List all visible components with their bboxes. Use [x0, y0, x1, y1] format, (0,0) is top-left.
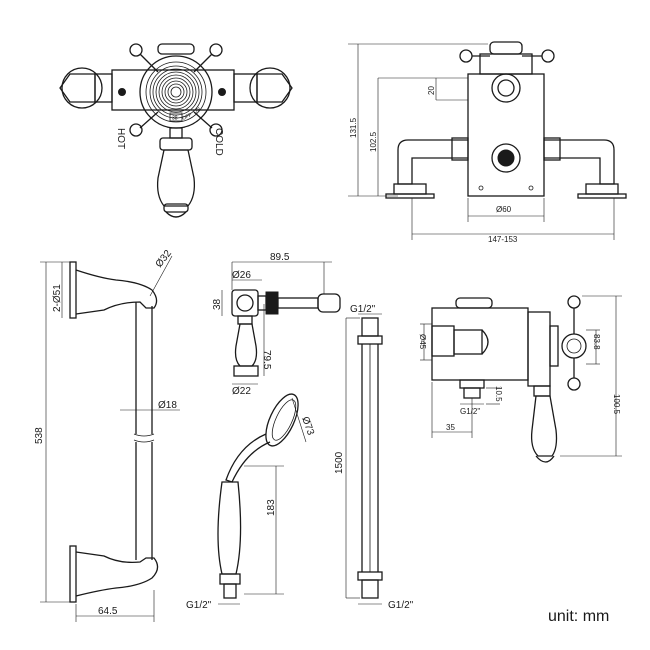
- dim-538: 538: [34, 427, 45, 444]
- shower-hose: 1500 G1/2" G1/2": [334, 304, 414, 611]
- valve-body: [111, 69, 235, 111]
- dim-10-5: 10.5: [494, 386, 503, 402]
- dim-131-5: 131.5: [349, 117, 358, 138]
- side-g-half: G1/2": [460, 407, 480, 416]
- dim-102-5: 102.5: [369, 131, 378, 152]
- dim-22: Ø22: [232, 386, 251, 397]
- top-knob: [157, 43, 195, 55]
- valve-front-view: 38 OFF ON HOT COLD: [59, 43, 293, 218]
- dim-183: 183: [266, 499, 277, 516]
- hose-g-half-bottom: G1/2": [388, 600, 414, 611]
- hose-g-half-top: G1/2": [350, 304, 376, 315]
- cold-label: COLD: [213, 128, 224, 156]
- handset: Ø73 183 G1/2": [186, 393, 316, 611]
- temp-mark-label: 38: [172, 116, 178, 122]
- dim-73: Ø73: [299, 415, 316, 437]
- dim-32: Ø32: [154, 248, 175, 270]
- dim-38: 38: [212, 298, 223, 310]
- unit-label: unit: mm: [548, 608, 610, 625]
- valve-side-view: 131.5 102.5 20 Ø60 147-153: [348, 41, 627, 244]
- on-mark-label: ON: [192, 106, 202, 116]
- left-wall-flange: [59, 67, 126, 109]
- dim-2x51: 2-Ø51: [52, 284, 63, 312]
- dim-89-5: 89.5: [270, 252, 290, 263]
- dim-35: 35: [446, 423, 455, 432]
- dim-20: 20: [427, 86, 436, 95]
- side-dimensions: 131.5 102.5 20 Ø60 147-153: [348, 43, 615, 244]
- dim-79-5: 79.5: [261, 350, 272, 370]
- dim-64-5: 64.5: [98, 606, 118, 617]
- handset-g-half: G1/2": [186, 600, 212, 611]
- dim-83-8: 83.8: [592, 334, 601, 350]
- cross-handle: [129, 43, 223, 137]
- riser-rail: 538 2-Ø51 Ø32 Ø18 64.5: [34, 248, 180, 622]
- dim-45: Ø45: [418, 334, 427, 350]
- hot-label: HOT: [115, 128, 126, 149]
- slider-bracket: 89.5 Ø26 38 79.5 Ø22: [212, 252, 341, 397]
- thermostat-dial: 38 OFF ON: [139, 55, 213, 129]
- dim-147-153: 147-153: [488, 235, 518, 244]
- off-mark-label: OFF: [181, 112, 193, 122]
- dim-100-5: 100.5: [612, 394, 621, 415]
- diverter-lever: [156, 127, 196, 218]
- dim-60: Ø60: [496, 205, 512, 214]
- dim-1500: 1500: [334, 451, 345, 474]
- dim-18: Ø18: [158, 400, 177, 411]
- side-body: [467, 73, 545, 197]
- valve-plan-view: Ø45 83.8 100.5 10.5 35 G1/2": [418, 295, 622, 463]
- dim-26: Ø26: [232, 270, 251, 281]
